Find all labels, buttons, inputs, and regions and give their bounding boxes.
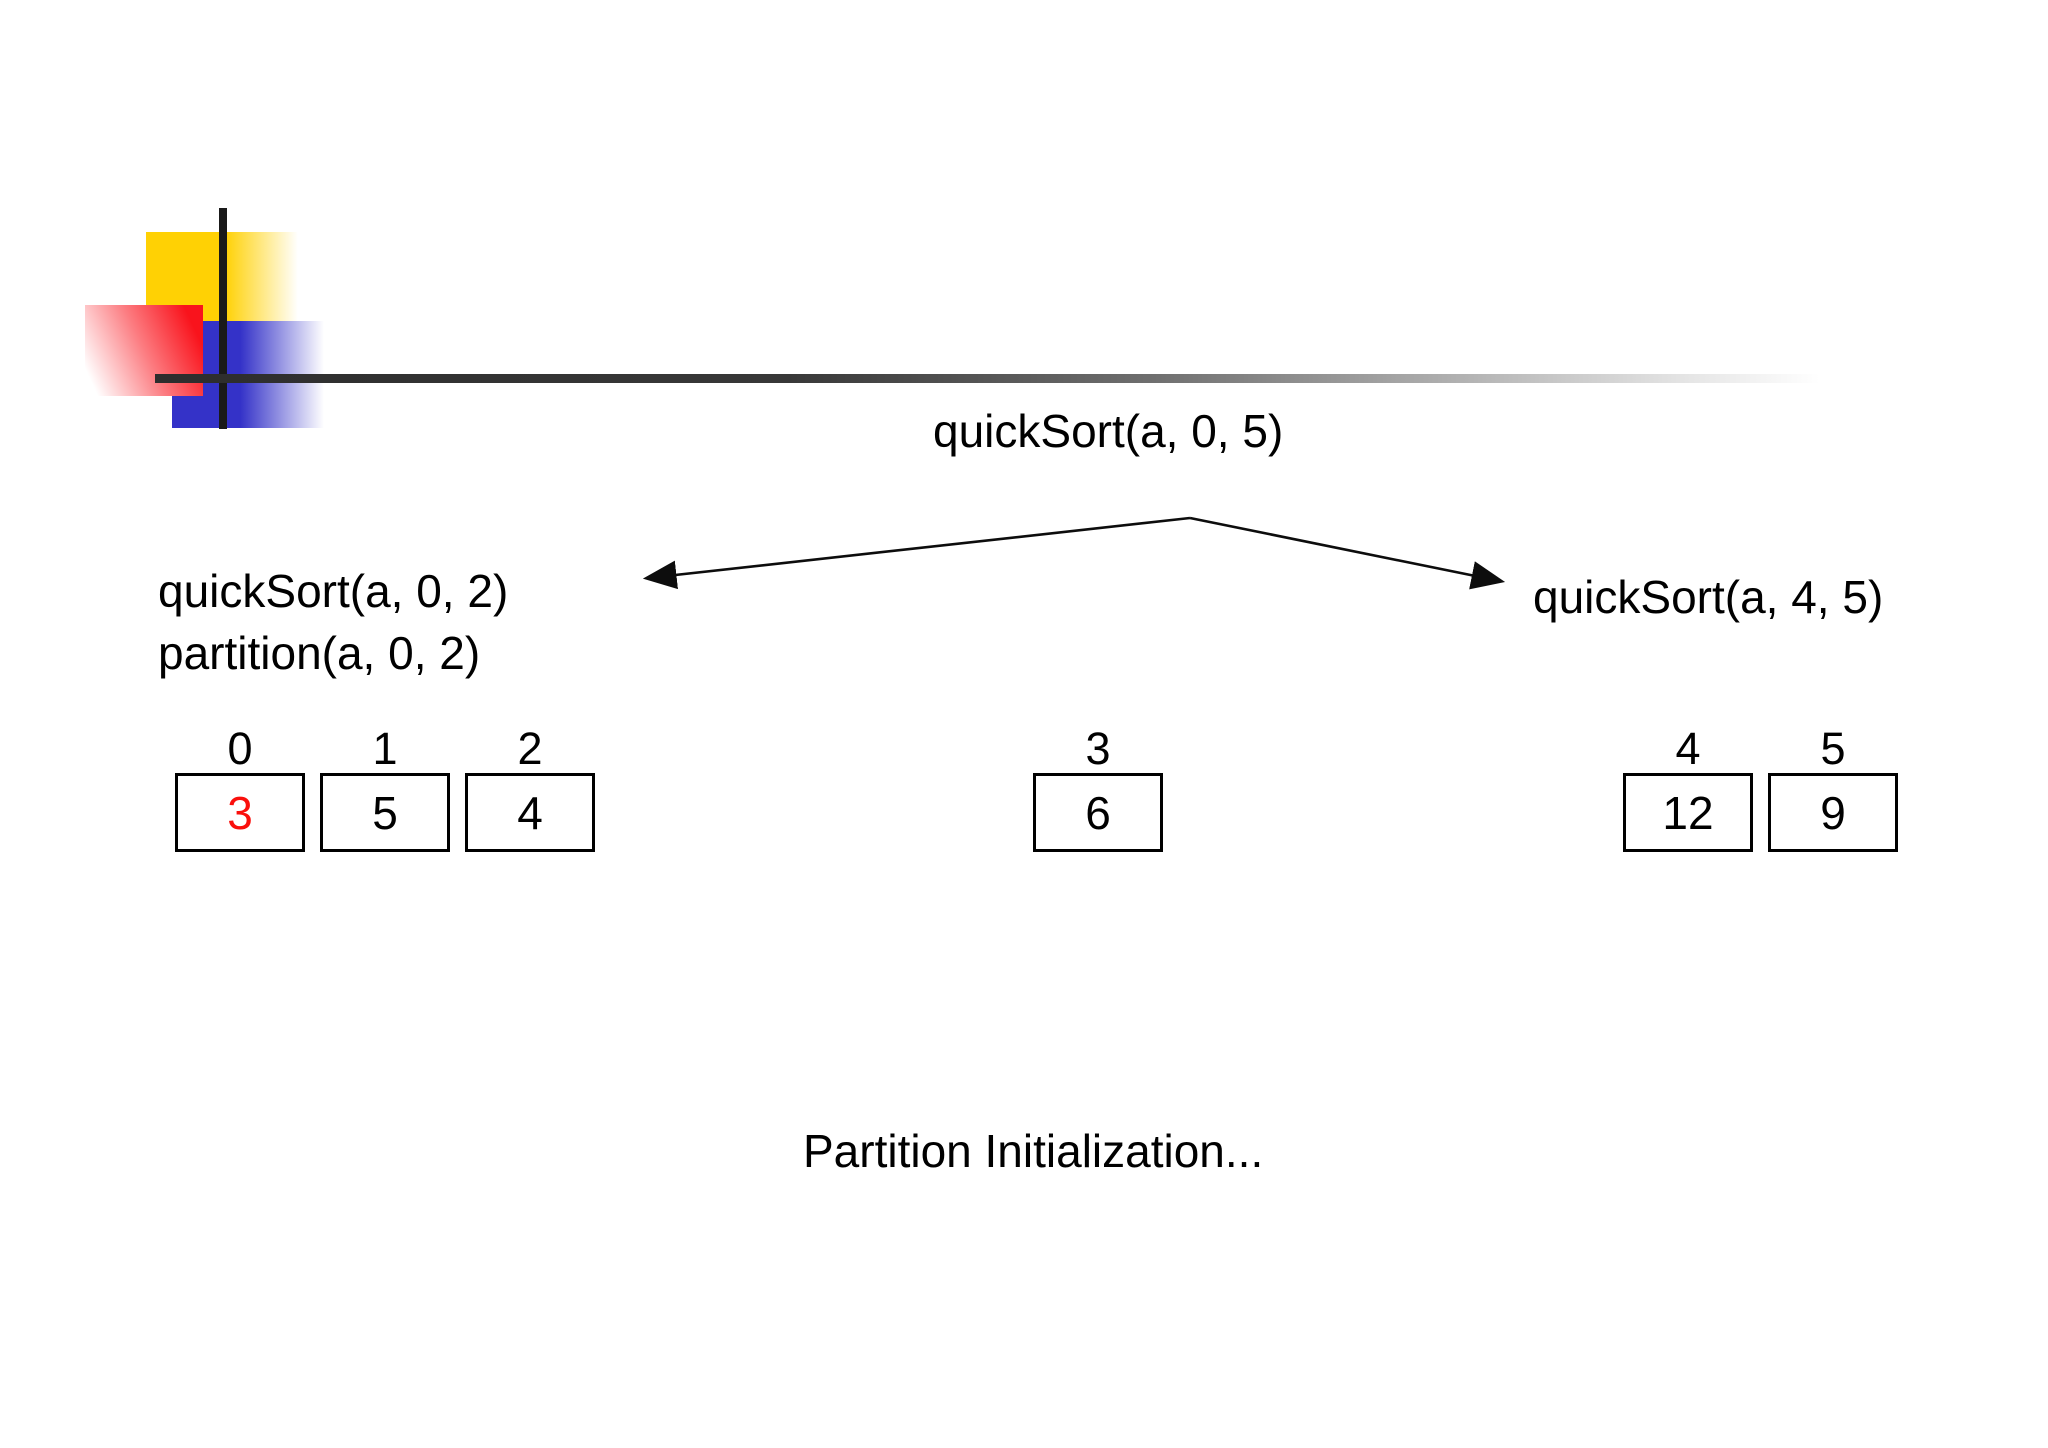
cell-value: 9 — [1768, 773, 1898, 852]
right-branch-quicksort-label: quickSort(a, 4, 5) — [1533, 571, 1884, 623]
cell-value: 6 — [1033, 773, 1163, 852]
left-branch-labels: quickSort(a, 0, 2) partition(a, 0, 2) — [158, 560, 508, 684]
array-group-left: 0 3 1 5 2 4 — [175, 725, 595, 852]
cell-index-label: 5 — [1820, 723, 1846, 774]
array-cell: 0 3 — [175, 725, 305, 852]
array-cell: 4 12 — [1623, 725, 1753, 852]
right-branch-arrow — [1189, 516, 1506, 590]
cell-value: 12 — [1623, 773, 1753, 852]
cell-value: 5 — [320, 773, 450, 852]
cell-value-pivot: 3 — [175, 773, 305, 852]
left-branch-quicksort-label: quickSort(a, 0, 2) — [158, 565, 509, 617]
array-cell: 3 6 — [1033, 725, 1163, 852]
cell-index-label: 3 — [1085, 723, 1111, 774]
left-branch-partition-label: partition(a, 0, 2) — [158, 627, 481, 679]
logo-vertical-rule — [219, 208, 227, 429]
array-group-middle: 3 6 — [1033, 725, 1163, 852]
cell-index-label: 0 — [227, 723, 253, 774]
slide-caption: Partition Initialization... — [803, 1125, 1264, 1177]
array-cell: 1 5 — [320, 725, 450, 852]
cell-index-label: 2 — [517, 723, 543, 774]
cell-value: 4 — [465, 773, 595, 852]
array-cell: 2 4 — [465, 725, 595, 852]
header-horizontal-rule — [155, 374, 1820, 383]
cell-index-label: 4 — [1675, 723, 1701, 774]
array-cell: 5 9 — [1768, 725, 1898, 852]
array-group-right: 4 12 5 9 — [1623, 725, 1898, 852]
left-branch-arrow — [642, 516, 1191, 590]
root-call-label: quickSort(a, 0, 5) — [933, 405, 1284, 457]
cell-index-label: 1 — [372, 723, 398, 774]
